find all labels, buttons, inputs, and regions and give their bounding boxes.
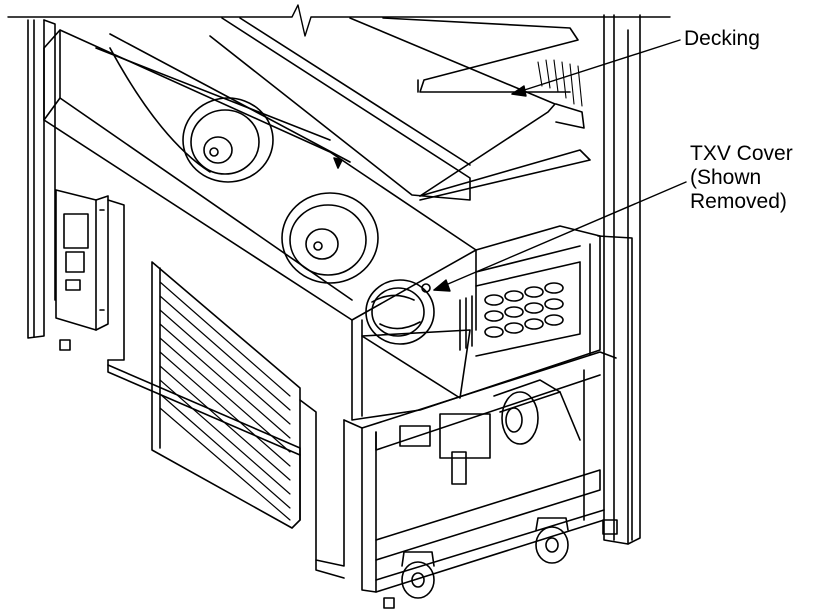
caster-left xyxy=(401,551,435,599)
break-line xyxy=(7,4,671,37)
txv-callout-line-2: (Shown xyxy=(690,166,762,189)
fan-2 xyxy=(281,192,379,284)
front-plenum-panel xyxy=(351,225,601,421)
left-support xyxy=(107,199,301,521)
left-end-panel xyxy=(27,19,56,339)
condenser-coil xyxy=(151,261,301,529)
fan-1 xyxy=(109,47,274,183)
direction-arrow xyxy=(333,157,343,169)
txv-leader xyxy=(433,181,687,292)
decking-leader xyxy=(511,39,681,97)
base-frame xyxy=(299,351,617,593)
evaporator-coil xyxy=(459,245,581,357)
caster-right xyxy=(535,517,569,564)
right-end-panel xyxy=(597,14,641,545)
decking-callout: Decking xyxy=(684,27,760,50)
fan-plenum xyxy=(43,29,477,321)
control-box xyxy=(55,189,109,331)
txv-callout-line-3: Removed) xyxy=(690,190,787,213)
leveling-feet xyxy=(59,339,395,609)
compressor-unit xyxy=(399,379,581,485)
txv-callout-line-1: TXV Cover xyxy=(690,142,793,165)
txv-cover-callout: TXV Cover (Shown Removed) xyxy=(690,142,793,214)
decking-shelf xyxy=(209,17,591,201)
